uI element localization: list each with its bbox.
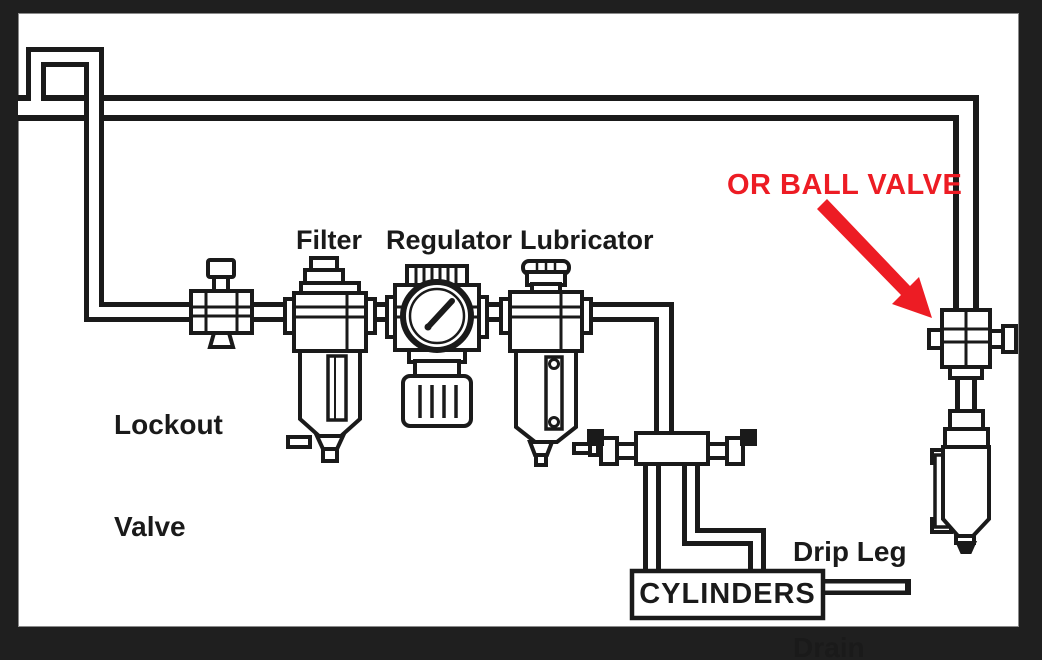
lubricator-label: Lubricator	[520, 225, 654, 255]
filter-symbol	[283, 256, 377, 463]
lubricator-symbol	[499, 259, 600, 467]
red-arrow-icon	[817, 199, 932, 318]
lockout-valve-symbol	[189, 258, 254, 349]
drip-leg-drain-symbol	[930, 409, 991, 554]
cylinders-box	[629, 568, 826, 621]
drip-leg-drain-label-line2: Drain	[793, 632, 865, 660]
cylinders-label: CYLINDERS	[639, 578, 816, 611]
manifold-symbol	[587, 429, 757, 466]
regulator-symbol	[385, 264, 489, 428]
regulator-label: Regulator	[386, 225, 513, 255]
piping	[18, 47, 979, 595]
ball-valve-symbol	[927, 308, 1018, 380]
drip-leg-drain-label: Drip Leg Drain	[793, 472, 907, 660]
filter-label: Filter	[296, 225, 363, 255]
lockout-valve-label-line2: Valve	[114, 511, 186, 542]
drip-leg-drain-label-line1: Drip Leg	[793, 536, 907, 567]
lockout-valve-label-line1: Lockout	[114, 409, 223, 440]
lockout-valve-label: Lockout Valve	[114, 340, 223, 612]
or-ball-valve-annotation: OR BALL VALVE	[727, 169, 963, 201]
